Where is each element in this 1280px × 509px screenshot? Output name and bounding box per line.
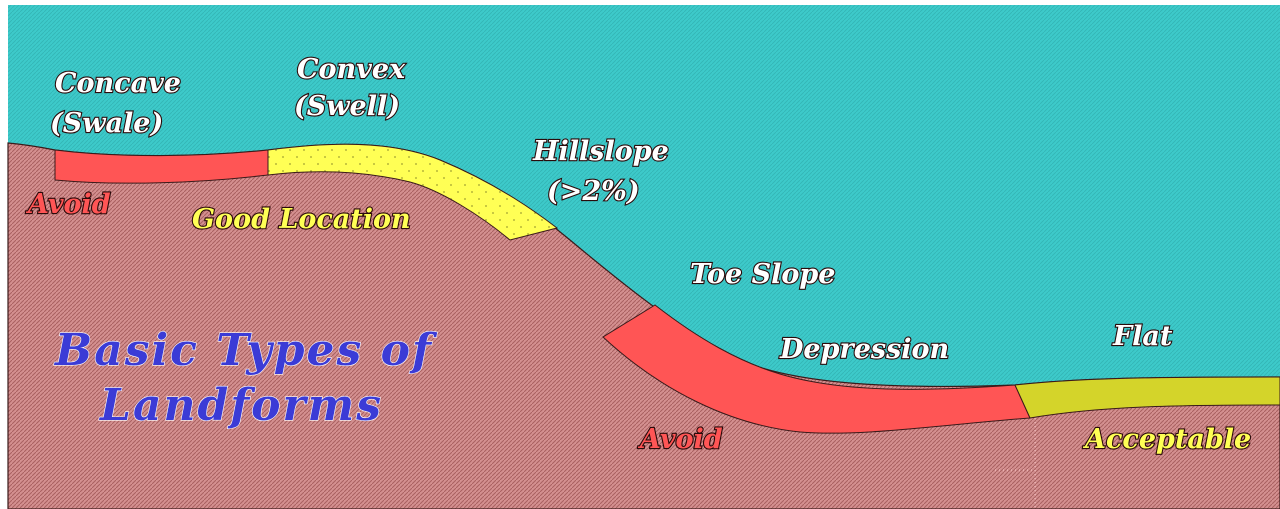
convex-label-line2: (Swell) (294, 91, 400, 122)
hillslope-label-line2: (>2%) (547, 176, 640, 207)
toe-slope-label: Toe Slope (690, 259, 835, 290)
depression-band (602, 304, 1031, 434)
convex-band (267, 143, 559, 241)
title-line2: Landforms (98, 380, 383, 431)
hillslope-label-line1: Hillslope (532, 136, 669, 167)
concave-label-line1: Concave (55, 68, 181, 99)
flat-label: Flat (1112, 321, 1173, 352)
convex-label-line1: Convex (297, 54, 406, 85)
depression-rating: Avoid (637, 424, 723, 455)
concave-rating: Avoid (25, 189, 111, 220)
concave-label-line2: (Swale) (50, 108, 163, 139)
convex-rating: Good Location (192, 204, 411, 235)
depression-label: Depression (779, 334, 949, 365)
flat-rating: Acceptable (1082, 424, 1251, 455)
title-line1: Basic Types of (53, 325, 438, 376)
flat-band (1014, 376, 1280, 419)
